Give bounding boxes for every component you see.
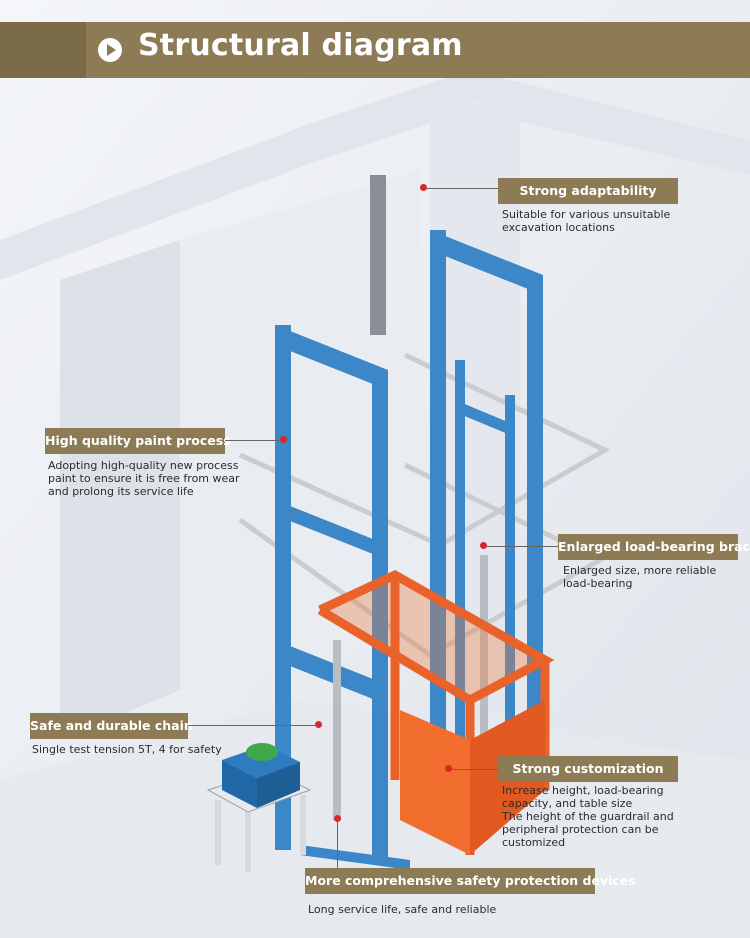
header-bar [0,22,750,78]
lifting-platform [317,569,555,855]
pointer-dot-adaptability [420,184,427,191]
pointer-dot-safety [334,815,341,822]
leader-line-safety [337,822,338,868]
steel-frame [275,230,543,870]
callout-title-chain: Safe and durable chain [30,713,193,739]
callout-desc-adaptability: Suitable for various unsuitable excavati… [502,208,671,234]
play-circle-icon [98,38,122,62]
guide-rods [333,555,488,820]
leader-line-customization [452,769,498,770]
left-wall [60,240,180,740]
callout-desc-paint: Adopting high-quality new process paint … [48,459,240,498]
leader-line-bracket [487,546,558,547]
callout-desc-safety: Long service life, safe and reliable [308,903,497,916]
pointer-dot-customization [445,765,452,772]
callout-desc-bracket: Enlarged size, more reliable load-bearin… [563,564,717,590]
callout-title-bracket: Enlarged load-bearing bracket [558,534,750,560]
pointer-dot-chain [315,721,322,728]
building-roof [0,70,750,280]
page-title: Structural diagram [138,28,463,63]
callout-title-adaptability: Strong adaptability [498,178,678,204]
callout-title-customization: Strong customization [498,756,678,782]
column [370,175,386,335]
hydraulic-pump-station [206,743,312,872]
header-accent [0,22,86,78]
pointer-dot-paint [280,436,287,443]
callout-title-paint: High quality paint process [45,428,231,454]
callout-title-safety: More comprehensive safety protection dev… [305,868,636,894]
leader-line-paint [225,440,280,441]
leader-line-chain [188,725,315,726]
callout-desc-customization: Increase height, load-bearing capacity, … [502,784,674,849]
back-wall [180,170,430,690]
leader-line-adaptability [427,188,498,189]
pointer-dot-bracket [480,542,487,549]
callout-desc-chain: Single test tension 5T, 4 for safety [32,743,222,756]
